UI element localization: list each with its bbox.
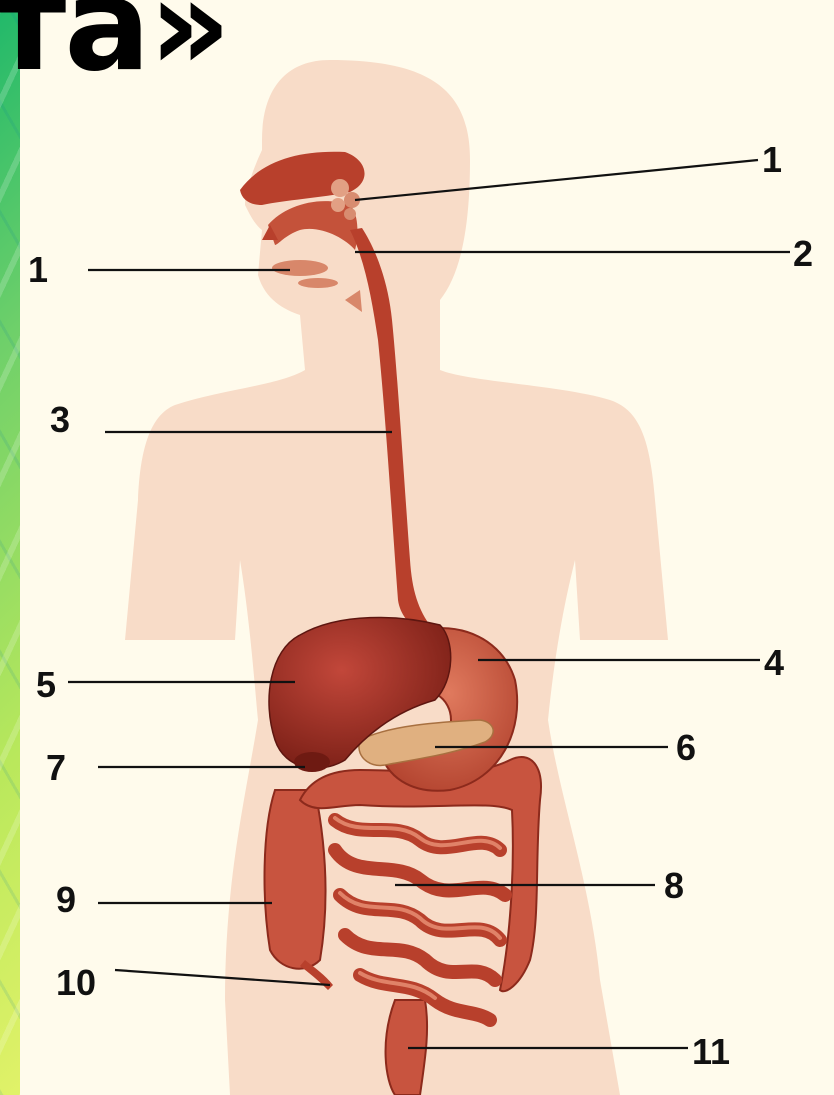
label-salivary-gland: 1 xyxy=(762,139,782,180)
label-appendix: 10 xyxy=(56,962,96,1003)
slide-title-fragment: та» xyxy=(0,0,229,90)
label-small-intestine: 8 xyxy=(664,865,684,906)
label-pharynx: 2 xyxy=(793,233,813,274)
label-rectum: 11 xyxy=(692,1031,730,1072)
label-mouth: 1 xyxy=(28,249,48,290)
label-esophagus: 3 xyxy=(50,399,70,440)
label-large-intestine: 9 xyxy=(56,879,76,920)
label-gallbladder: 7 xyxy=(46,747,66,788)
label-stomach: 4 xyxy=(764,642,784,683)
gallbladder xyxy=(294,752,330,772)
label-liver: 5 xyxy=(36,664,56,705)
label-pancreas: 6 xyxy=(676,727,696,768)
